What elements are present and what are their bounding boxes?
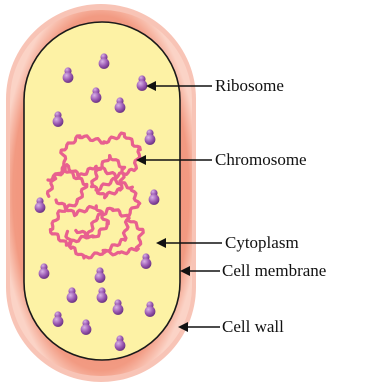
- label-cytoplasm: Cytoplasm: [225, 233, 299, 252]
- label-cell-wall: Cell wall: [222, 317, 284, 336]
- label-chromosome: Chromosome: [215, 150, 307, 169]
- label-cell-membrane: Cell membrane: [222, 261, 326, 280]
- label-ribosome: Ribosome: [215, 76, 284, 95]
